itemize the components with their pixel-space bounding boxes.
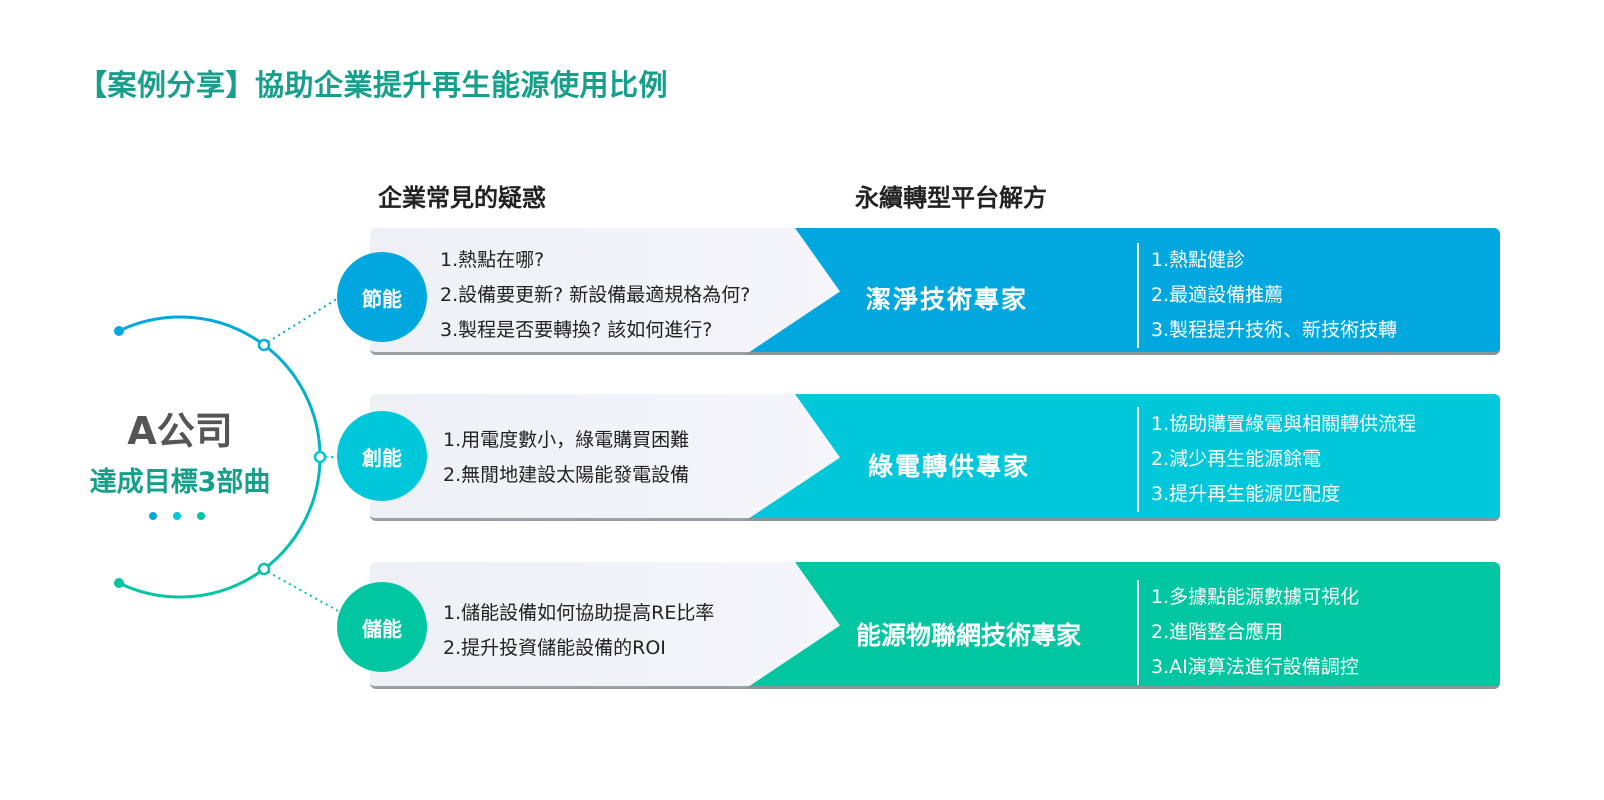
solution-items: 1.協助購置綠電與相關轉供流程 2.減少再生能源餘電 3.提升再生能源匹配度 <box>1137 407 1416 512</box>
question-list: 1.熱點在哪? 2.設備要更新? 新設備最適規格為何? 3.製程是否要轉換? 該… <box>440 243 750 348</box>
solution-item: 3.製程提升技術、新技術技轉 <box>1151 319 1398 341</box>
tag-energy-creation: 創能 <box>337 411 427 501</box>
company-name: A公司 <box>127 409 233 453</box>
solution-items: 1.多據點能源數據可視化 2.進階整合應用 3.AI演算法進行設備調控 <box>1137 580 1359 685</box>
solution-item: 2.減少再生能源餘電 <box>1151 448 1322 470</box>
solution-item: 1.熱點健診 <box>1151 249 1246 271</box>
question-item: 2.提升投資儲能設備的ROI <box>443 637 666 659</box>
tag-energy-storage: 儲能 <box>337 582 427 672</box>
solution-item: 1.協助購置綠電與相關轉供流程 <box>1151 413 1417 435</box>
tag-energy-saving: 節能 <box>337 252 427 342</box>
question-item: 3.製程是否要轉換? 該如何進行? <box>440 319 713 341</box>
solution-items: 1.熱點健診 2.最適設備推薦 3.製程提升技術、新技術技轉 <box>1137 243 1397 348</box>
solution-item: 3.AI演算法進行設備調控 <box>1151 656 1359 678</box>
page-title: 【案例分享】協助企業提升再生能源使用比例 <box>78 68 669 102</box>
solution-item: 3.提升再生能源匹配度 <box>1151 483 1341 505</box>
solution-title: 能源物聯網技術專家 <box>856 621 1082 650</box>
solution-box-energy-storage <box>745 562 1500 689</box>
question-list: 1.儲能設備如何協助提高RE比率 2.提升投資儲能設備的ROI <box>443 596 714 666</box>
question-list: 1.用電度數小，綠電購買困難 2.無閒地建設太陽能發電設備 <box>443 423 689 493</box>
solutions-header: 永續轉型平台解方 <box>855 184 1047 212</box>
question-item: 1.熱點在哪? <box>440 249 545 271</box>
question-item: 1.儲能設備如何協助提高RE比率 <box>443 602 715 624</box>
solution-item: 1.多據點能源數據可視化 <box>1151 586 1360 608</box>
questions-header: 企業常見的疑惑 <box>378 184 546 212</box>
solution-title: 潔淨技術專家 <box>866 285 1029 314</box>
solution-box-energy-saving <box>745 228 1500 355</box>
solution-item: 2.進階整合應用 <box>1151 621 1284 643</box>
goal-label: 達成目標3部曲 <box>89 467 271 498</box>
solution-title: 綠電轉供專家 <box>868 452 1031 481</box>
question-item: 2.設備要更新? 新設備最適規格為何? <box>440 284 751 306</box>
question-item: 2.無閒地建設太陽能發電設備 <box>443 464 690 486</box>
solution-item: 2.最適設備推薦 <box>1151 284 1284 306</box>
solution-box-energy-creation <box>745 394 1500 521</box>
question-item: 1.用電度數小，綠電購買困難 <box>443 429 690 451</box>
